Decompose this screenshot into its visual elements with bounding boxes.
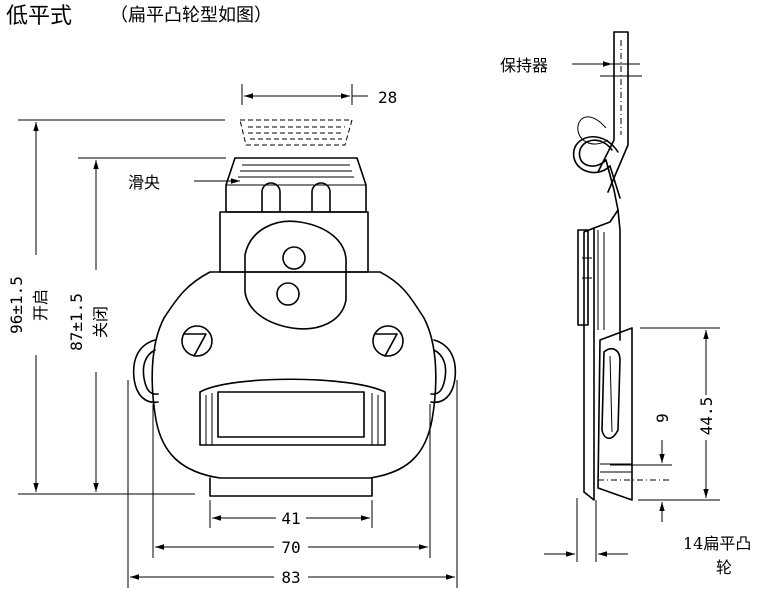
dim-side-small-value: 9 bbox=[653, 413, 672, 423]
dim-height-open-value: 96±1.5 bbox=[7, 276, 26, 334]
main-body bbox=[132, 271, 457, 497]
side-hook-closed bbox=[572, 136, 621, 211]
cam-label-line2: 轮 bbox=[716, 558, 732, 577]
dim-width-outer-value: 83 bbox=[281, 568, 300, 587]
slider-label: 滑央 bbox=[128, 173, 160, 192]
dim-height-open: 96±1.5 开启 bbox=[7, 119, 225, 495]
slider-leader: 滑央 bbox=[128, 173, 240, 192]
dim-side-height-value: 44.5 bbox=[697, 397, 716, 436]
dim-width-mid-value: 70 bbox=[281, 538, 300, 557]
side-body bbox=[577, 209, 621, 501]
screw-left bbox=[181, 325, 213, 357]
dim-height-close-value: 87±1.5 bbox=[67, 293, 86, 351]
side-flat-cam bbox=[597, 327, 670, 501]
dim-side-small: 9 bbox=[610, 413, 672, 522]
cam-label-line1: 14扁平凸 bbox=[683, 534, 751, 553]
title-main: 低平式 bbox=[6, 4, 72, 29]
holder-leader: 保持器 bbox=[500, 56, 612, 75]
dim-side-bottom bbox=[544, 498, 628, 562]
dim-height-close: 87±1.5 关闭 bbox=[67, 157, 226, 492]
screw-right bbox=[372, 325, 404, 357]
holder-label: 保持器 bbox=[500, 56, 548, 75]
hook-slider bbox=[225, 157, 367, 213]
front-view: 滑央 28 96±1.5 开启 87±1.5 关闭 bbox=[7, 84, 458, 588]
dim-side-height: 44.5 bbox=[638, 327, 720, 501]
side-hook-open bbox=[577, 116, 609, 145]
dim-width-inner: 41 bbox=[209, 500, 373, 528]
handle-opening bbox=[199, 378, 386, 446]
cam-plate bbox=[244, 220, 347, 330]
keeper bbox=[597, 31, 642, 193]
dim-top-width-value: 28 bbox=[378, 88, 397, 107]
dim-height-open-label: 开启 bbox=[31, 289, 50, 321]
dim-width-inner-value: 41 bbox=[281, 509, 300, 528]
title-sub: （扁平凸轮型如图） bbox=[110, 5, 272, 26]
dim-top-width: 28 bbox=[241, 84, 397, 107]
side-view: 保持器 bbox=[500, 31, 751, 577]
dim-width-outer: 83 bbox=[127, 380, 458, 588]
dim-width-mid: 70 bbox=[152, 404, 431, 558]
dim-height-close-label: 关闭 bbox=[91, 306, 110, 338]
hook-open-position bbox=[239, 119, 353, 146]
